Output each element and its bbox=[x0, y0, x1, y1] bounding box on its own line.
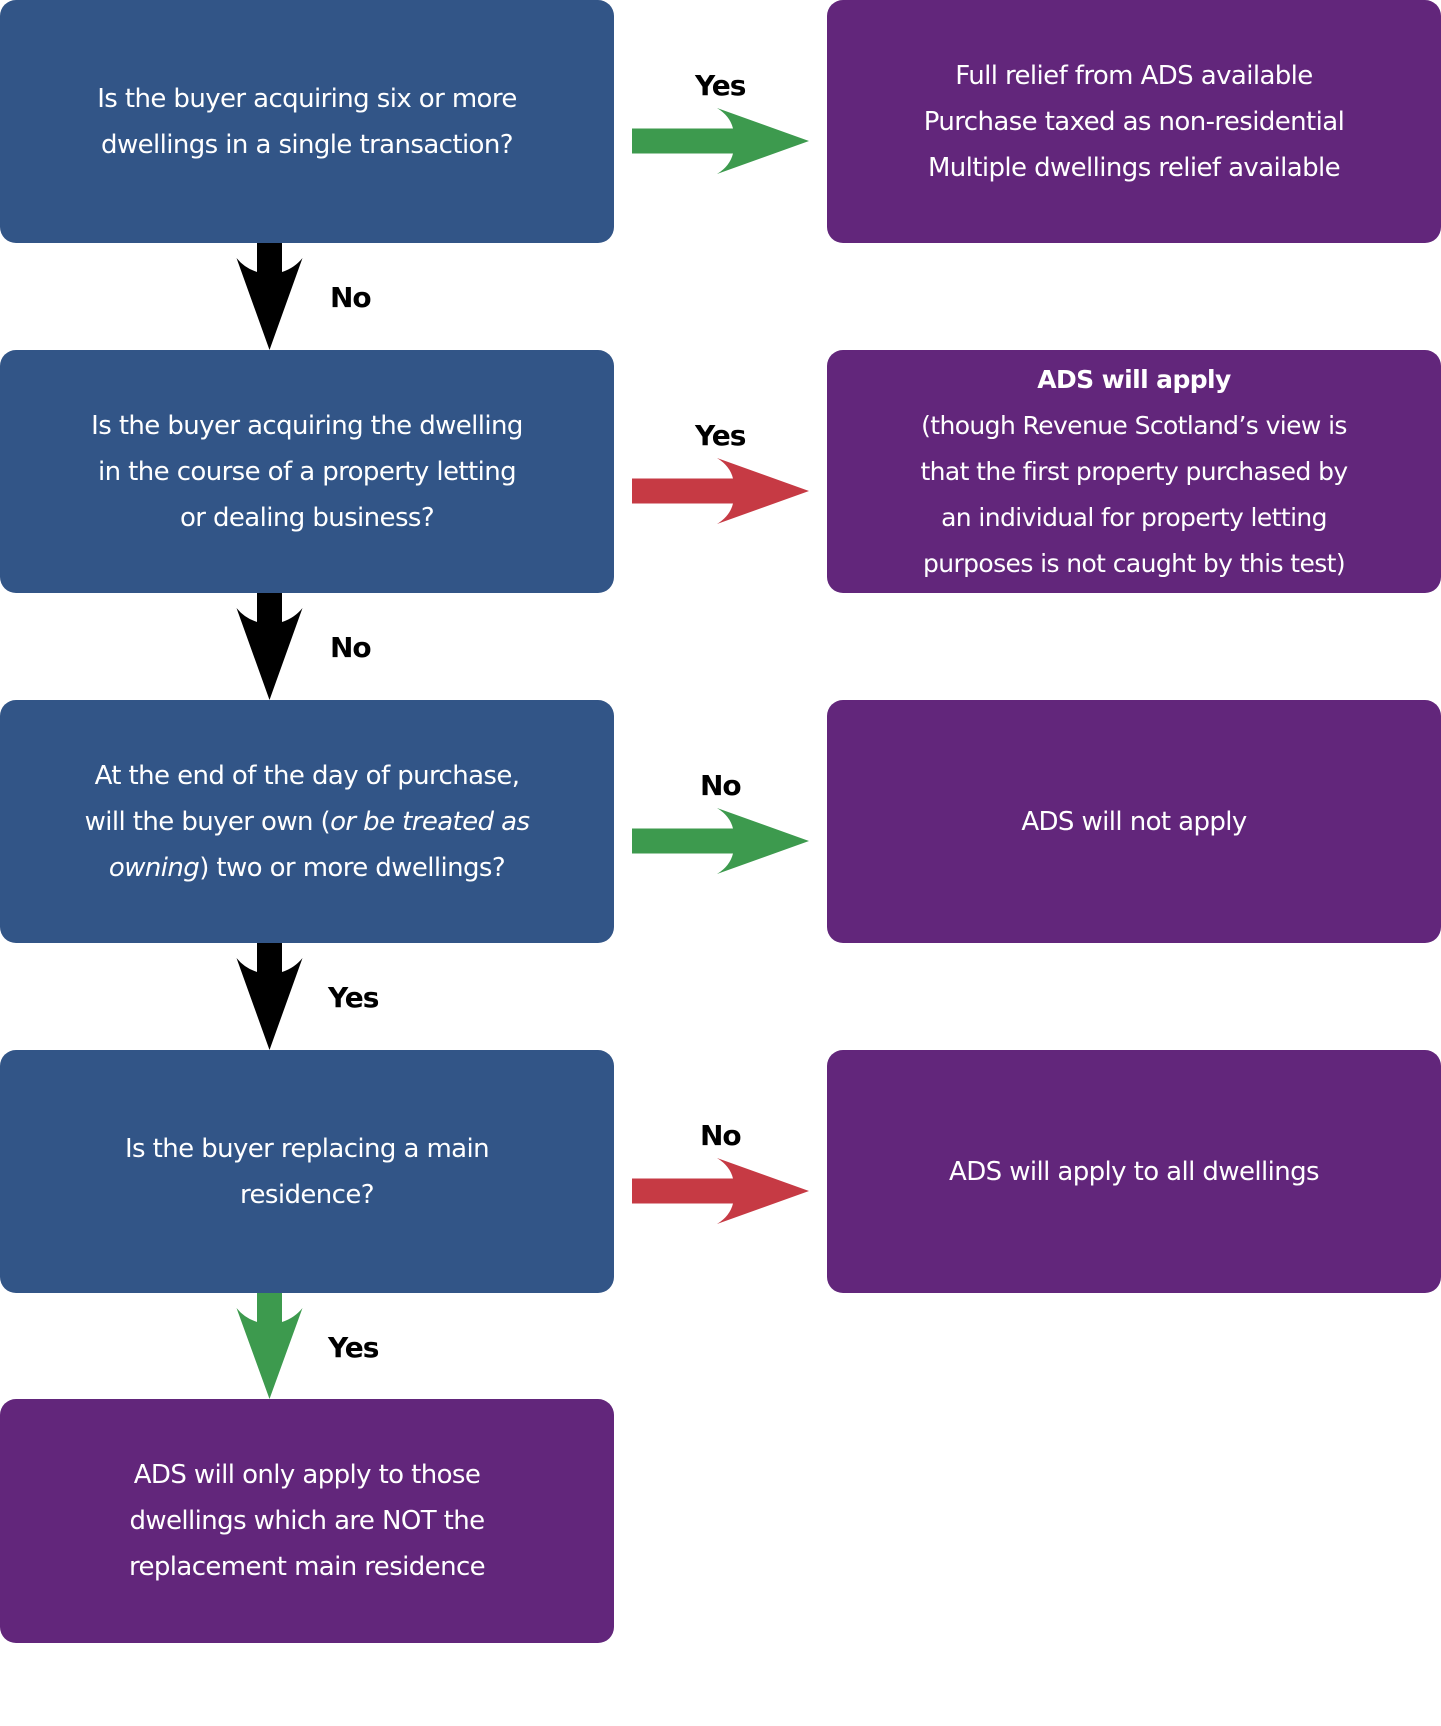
arrow-right-icon bbox=[632, 1158, 809, 1224]
question-text-italic: or be treated as bbox=[330, 806, 530, 837]
outcome-text-line: ADS will only apply to those bbox=[133, 1460, 481, 1490]
arrow-down-icon bbox=[236, 943, 303, 1050]
arrow-label-no: No bbox=[700, 1119, 742, 1152]
outcome-text-line: dwellings which are NOT the bbox=[129, 1506, 485, 1536]
question-text-line: will the buyer own (or be treated as bbox=[85, 799, 530, 845]
arrow-label-no: No bbox=[330, 631, 372, 664]
arrow-down-icon bbox=[236, 1293, 303, 1399]
question-text-line: dwellings in a single transaction? bbox=[101, 129, 514, 160]
arrow-right-icon bbox=[632, 808, 809, 874]
question-text-line: Is the buyer acquiring six or more bbox=[97, 83, 517, 114]
arrow-label-no: No bbox=[330, 281, 372, 314]
question-text-line: At the end of the day of purchase, bbox=[94, 760, 520, 791]
question-text-segment: will the buyer own ( bbox=[84, 806, 331, 837]
outcome-box-full-relief: Full relief from ADS available Purchase … bbox=[827, 0, 1441, 243]
arrow-label-yes: Yes bbox=[695, 69, 746, 102]
arrow-label-yes: Yes bbox=[695, 419, 746, 452]
question-box-letting-business: Is the buyer acquiring the dwelling in t… bbox=[0, 350, 614, 593]
outcome-text-line: that the first property purchased by bbox=[920, 456, 1348, 486]
question-text-line: Is the buyer replacing a main bbox=[124, 1133, 490, 1164]
outcome-text-line: Purchase taxed as non-residential bbox=[923, 106, 1345, 137]
outcome-box-replacement-main-residence: ADS will only apply to those dwellings w… bbox=[0, 1399, 614, 1643]
question-box-replacing-main-residence: Is the buyer replacing a main residence? bbox=[0, 1050, 614, 1293]
outcome-text-line: Multiple dwellings relief available bbox=[927, 152, 1341, 183]
question-text-line: in the course of a property letting bbox=[98, 456, 517, 487]
question-box-six-or-more-dwellings: Is the buyer acquiring six or more dwell… bbox=[0, 0, 614, 243]
arrow-down-icon bbox=[236, 593, 303, 700]
arrow-down-icon bbox=[236, 243, 303, 350]
outcome-text-line: purposes is not caught by this test) bbox=[922, 548, 1346, 578]
outcome-box-ads-will-apply: ADS will apply (though Revenue Scotland’… bbox=[827, 350, 1441, 593]
outcome-text-line: ADS will not apply bbox=[1021, 806, 1247, 837]
outcome-text-line: (though Revenue Scotland’s view is bbox=[921, 410, 1347, 440]
question-text-line: residence? bbox=[240, 1179, 375, 1210]
outcome-box-ads-will-not-apply: ADS will not apply bbox=[827, 700, 1441, 943]
question-text-line: or dealing business? bbox=[179, 502, 435, 533]
outcome-text-line: an individual for property letting bbox=[941, 502, 1327, 532]
question-text-line: owning) two or more dwellings? bbox=[108, 845, 506, 891]
outcome-text-line: replacement main residence bbox=[128, 1552, 486, 1582]
question-box-own-two-or-more: At the end of the day of purchase, will … bbox=[0, 700, 614, 943]
arrow-label-yes: Yes bbox=[328, 981, 379, 1014]
outcome-text-line: Full relief from ADS available bbox=[955, 60, 1313, 91]
question-text-segment: ) two or more dwellings? bbox=[199, 852, 506, 883]
outcome-heading: ADS will apply bbox=[1037, 364, 1231, 394]
arrow-label-yes: Yes bbox=[328, 1331, 379, 1364]
arrow-label-no: No bbox=[700, 769, 742, 802]
arrow-right-icon bbox=[632, 108, 809, 174]
arrow-right-icon bbox=[632, 458, 809, 524]
question-text-italic: owning bbox=[108, 852, 200, 883]
question-text-line: Is the buyer acquiring the dwelling bbox=[91, 410, 523, 441]
outcome-box-ads-apply-all: ADS will apply to all dwellings bbox=[827, 1050, 1441, 1293]
outcome-text-line: ADS will apply to all dwellings bbox=[949, 1156, 1320, 1187]
